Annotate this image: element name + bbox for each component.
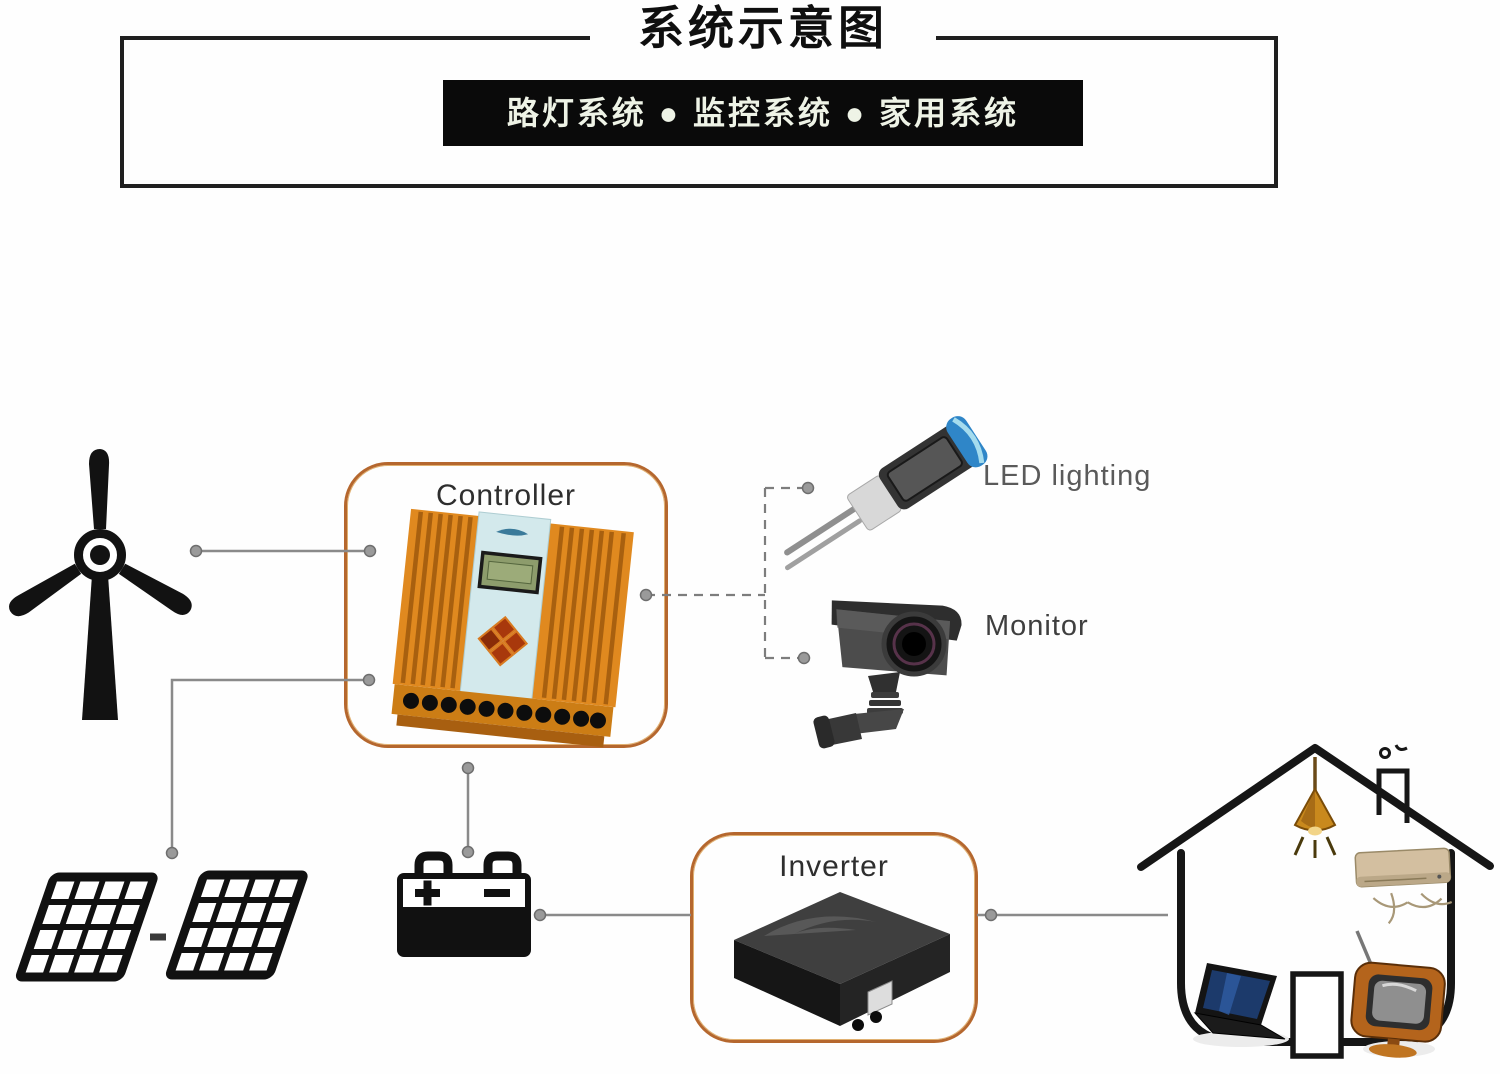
- cctv-camera-icon: [813, 600, 962, 749]
- tv-icon: [1350, 930, 1446, 1058]
- pendant-lamp-icon: [1293, 757, 1337, 858]
- camera-mount: [813, 672, 904, 749]
- battery-terminal: [483, 851, 522, 875]
- controller-keypad: [477, 615, 529, 667]
- house-door: [1290, 971, 1344, 1059]
- chimney: [1376, 768, 1410, 823]
- page-title: 系统示意图: [590, 0, 936, 58]
- battery-minus-icon: [484, 889, 510, 897]
- subsystem-banner: 路灯系统 ● 监控系统 ● 家用系统: [443, 80, 1083, 146]
- solar-panel-array-icon: [15, 870, 308, 982]
- controller-device-image: [391, 508, 634, 748]
- battery-plus-icon: [415, 880, 440, 906]
- turbine-tower: [82, 575, 118, 720]
- laptop-icon: [1193, 963, 1289, 1047]
- battery-icon: [397, 851, 531, 957]
- led-street-lamp-icon: [784, 416, 988, 571]
- lamp-pole: [784, 499, 868, 556]
- turbine-blades: [8, 449, 192, 617]
- led-lighting-label: LED lighting: [983, 460, 1152, 492]
- monitor-label: Monitor: [985, 610, 1089, 642]
- house-icon: [1137, 744, 1494, 1059]
- controller-logo: [496, 528, 529, 536]
- inverter-device-image: [734, 892, 950, 1031]
- controller-terminals: [402, 692, 606, 729]
- controller-node-box: Controller: [344, 462, 668, 748]
- inverter-port: [867, 980, 893, 1016]
- inverter-node-box: Inverter: [690, 832, 978, 1043]
- wind-turbine-icon: [8, 449, 192, 720]
- inverter-front: [734, 940, 840, 1026]
- lamp-blue-cap: [946, 416, 988, 468]
- dashed-wires: [646, 486, 808, 660]
- controller-label: Controller: [435, 479, 577, 512]
- solid-wires: [170, 549, 1168, 917]
- controller-ribs: [400, 511, 626, 705]
- wire-dots: [165, 481, 998, 922]
- solar-panel: [15, 872, 158, 982]
- inverter-label: Inverter: [779, 850, 889, 883]
- house-roof: [1137, 744, 1494, 871]
- solar-panel: [165, 870, 308, 980]
- inverter-top: [734, 892, 950, 984]
- air-conditioner-icon: [1354, 847, 1453, 925]
- battery-terminal: [414, 851, 453, 875]
- steam-icon: [1379, 744, 1408, 759]
